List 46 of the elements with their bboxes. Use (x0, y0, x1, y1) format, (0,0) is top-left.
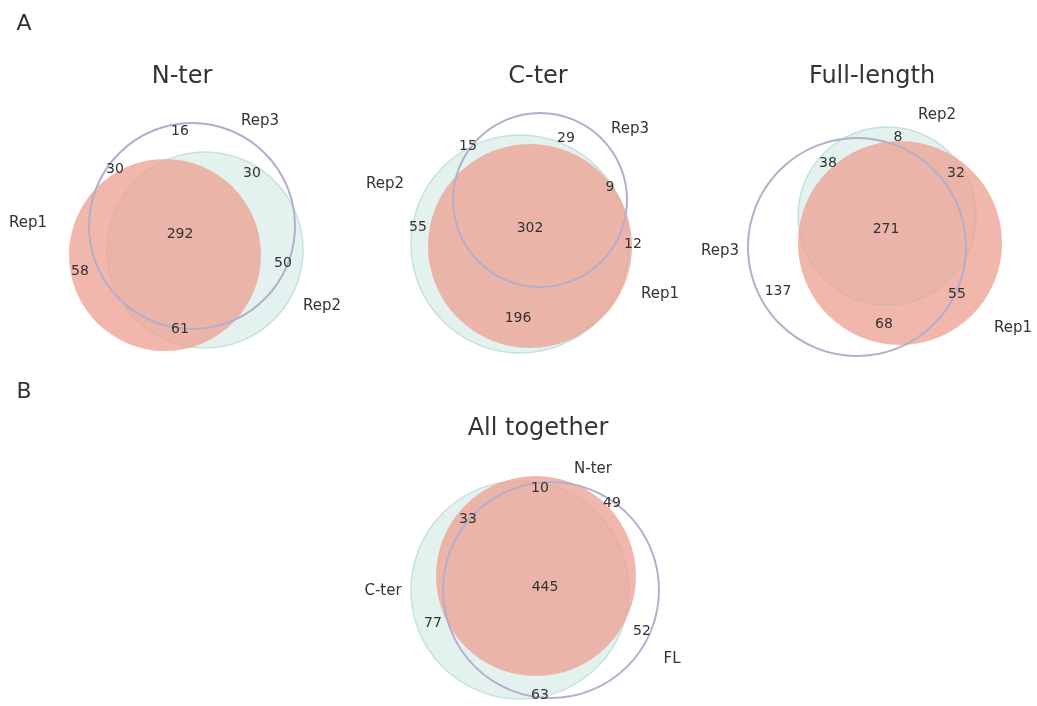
region-count: 8 (893, 128, 903, 144)
region-count: 61 (171, 320, 189, 336)
panel-title: C-ter (508, 61, 568, 89)
set-name: Rep3 (701, 241, 739, 259)
region-count: 30 (243, 164, 261, 180)
region-count: 137 (764, 282, 792, 298)
region-count: 12 (624, 235, 642, 251)
region-count: 30 (106, 160, 124, 176)
region-count: 58 (71, 262, 89, 278)
region-count: 49 (603, 494, 621, 510)
region-count: 52 (633, 622, 651, 638)
region-count: 63 (531, 686, 549, 702)
set-name: Rep1 (9, 213, 47, 231)
panel-title: All together (467, 413, 609, 441)
set-name: Rep1 (641, 284, 679, 302)
region-count: 15 (459, 137, 477, 153)
region-count: 50 (274, 254, 292, 270)
set-name: Rep3 (611, 119, 649, 137)
set-name: N-ter (574, 459, 612, 477)
panel-letter: B (16, 377, 32, 403)
set-name: Rep2 (366, 174, 404, 192)
region-count: 445 (531, 578, 559, 594)
region-count: 9 (605, 178, 615, 194)
region-count: 271 (872, 220, 900, 236)
region-count: 10 (531, 479, 549, 495)
set-name: Rep3 (241, 111, 279, 129)
region-count: 38 (819, 154, 837, 170)
region-count: 33 (459, 510, 477, 526)
region-count: 55 (948, 285, 966, 301)
set-name: FL (663, 649, 681, 667)
panel-letter: A (16, 9, 32, 35)
region-count: 32 (947, 164, 965, 180)
region-count: 77 (424, 614, 442, 630)
region-count: 302 (516, 219, 544, 235)
set-name: C-ter (364, 581, 402, 599)
region-count: 292 (166, 225, 194, 241)
panel-title: Full-length (808, 61, 936, 89)
set-name: Rep2 (303, 296, 341, 314)
region-count: 16 (171, 122, 189, 138)
panel-title: N-ter (151, 61, 213, 89)
region-count: 68 (875, 315, 893, 331)
set-name: Rep2 (918, 105, 956, 123)
set-name: Rep1 (994, 318, 1032, 336)
region-count: 29 (557, 129, 575, 145)
region-count: 55 (409, 218, 427, 234)
region-count: 196 (504, 309, 532, 325)
